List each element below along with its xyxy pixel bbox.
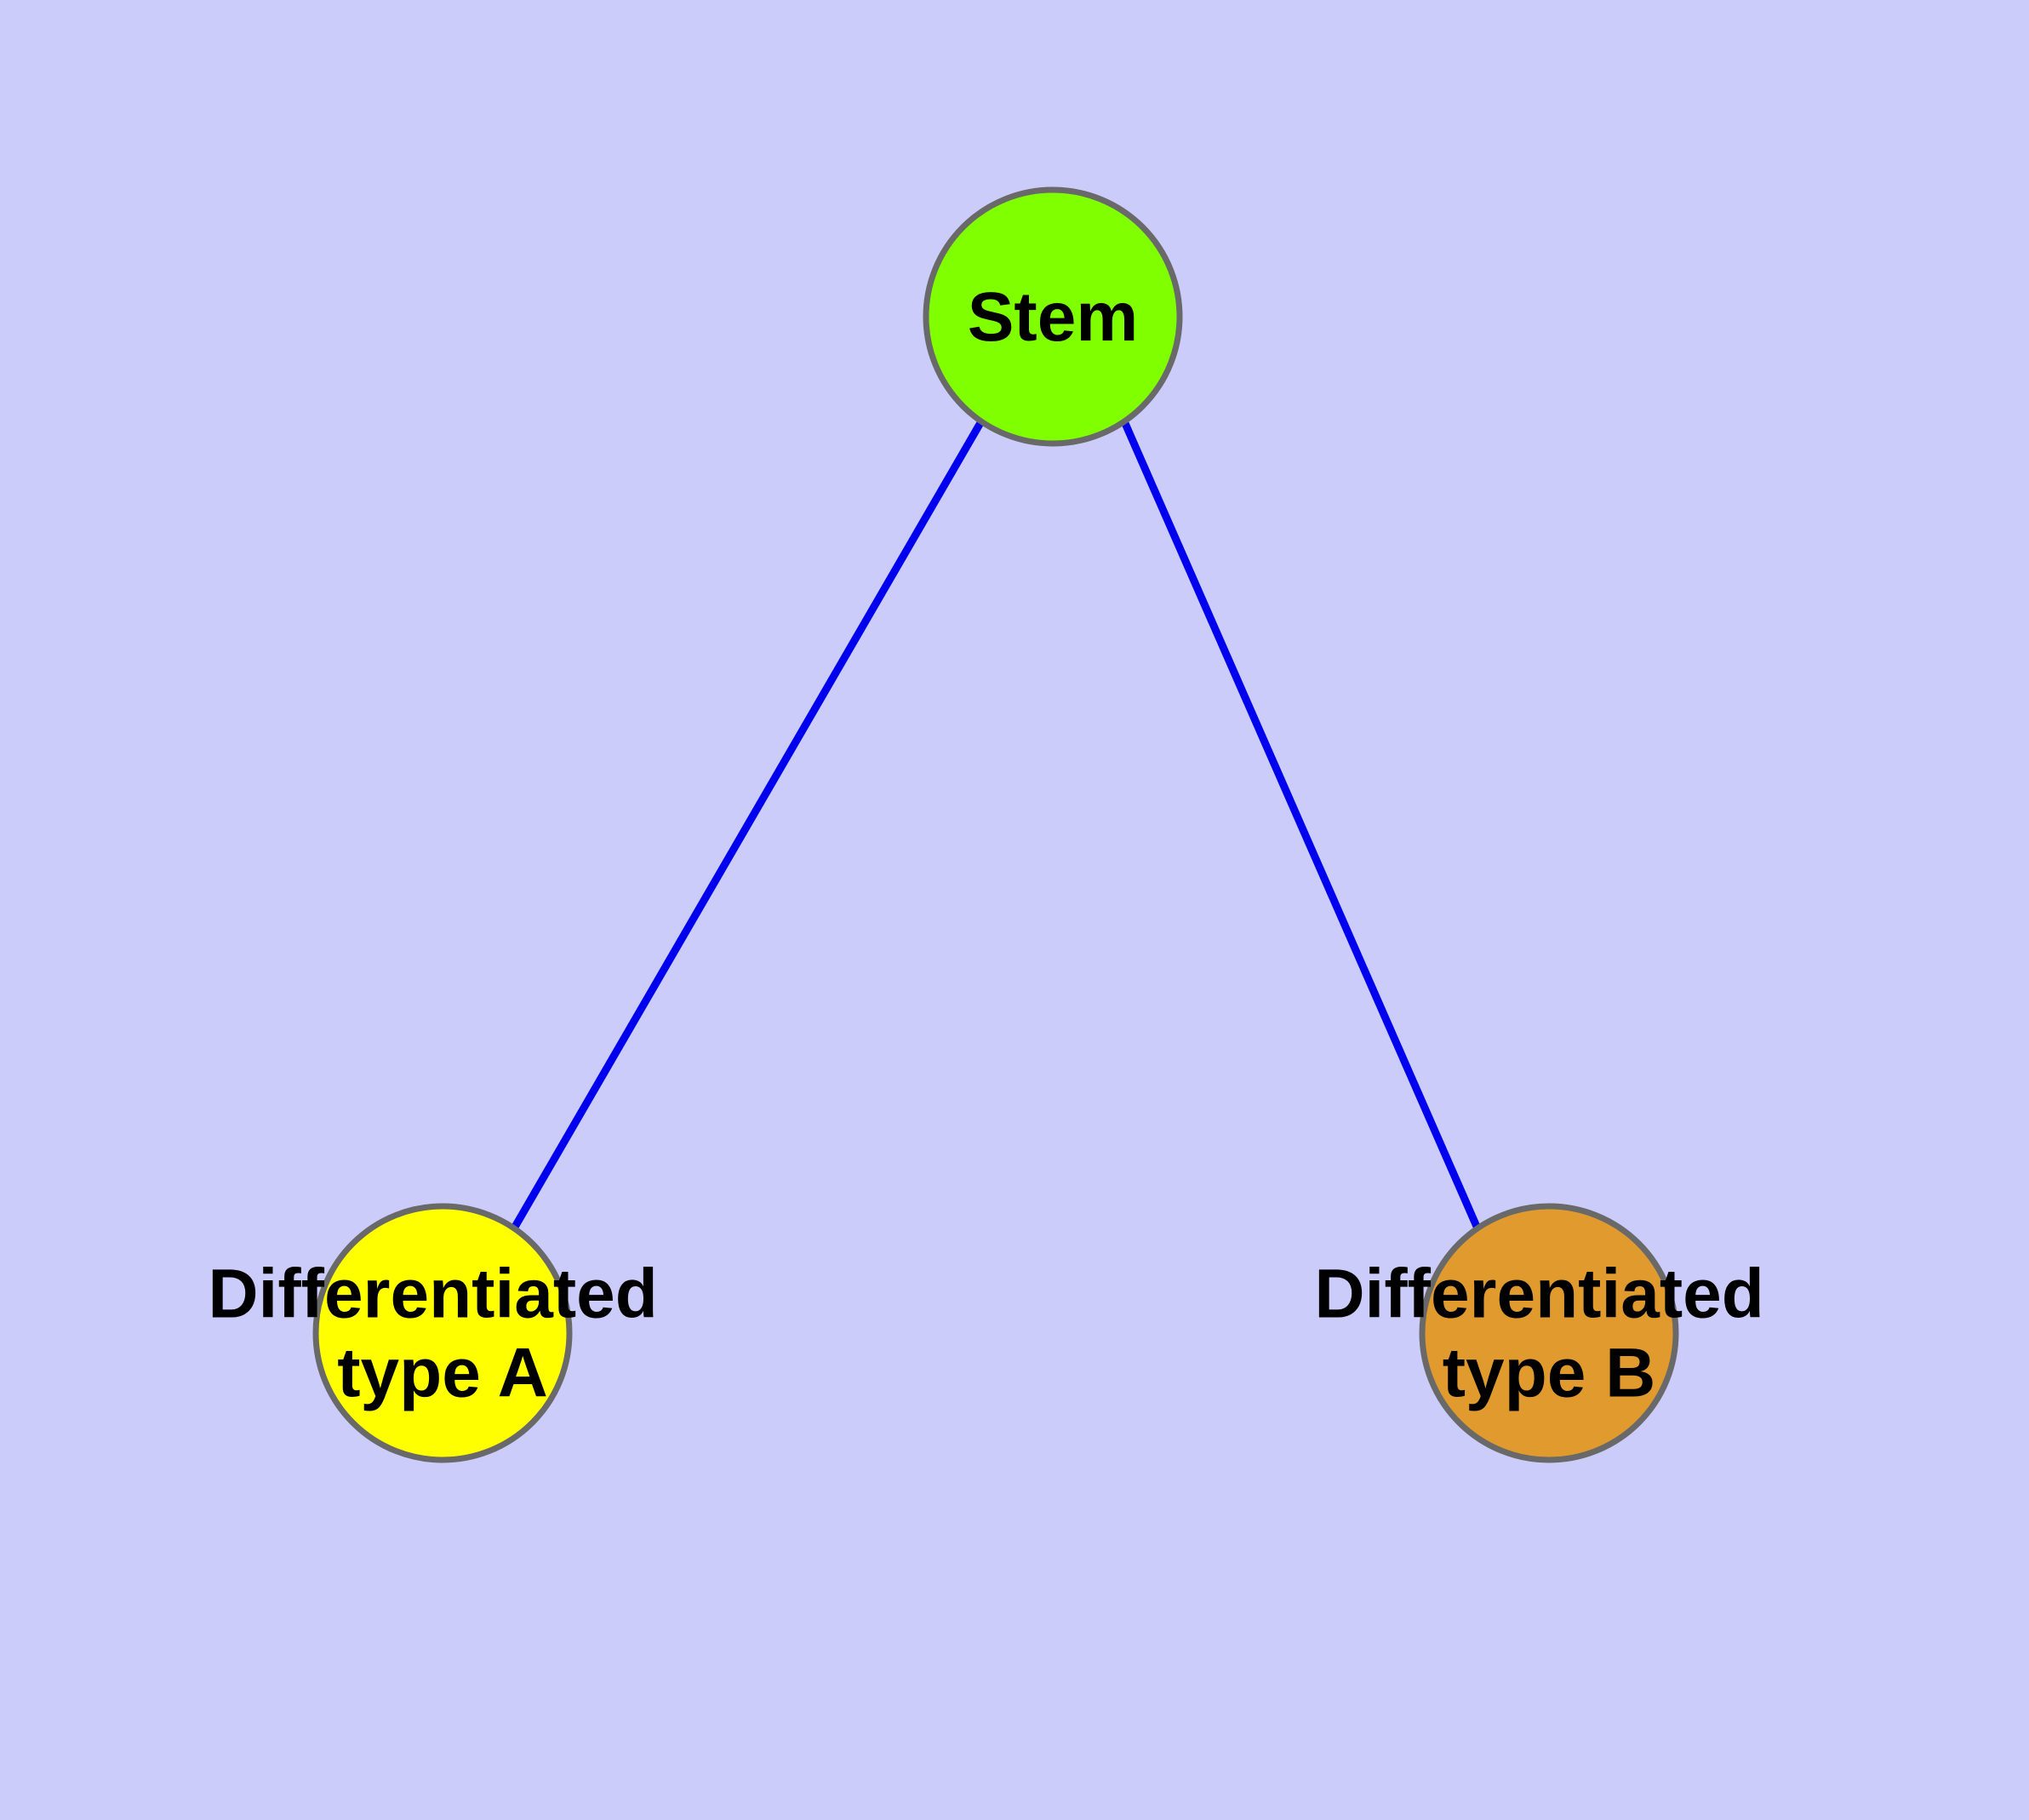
node-differentiated-type-b-label: Differentiated type B	[1314, 1255, 1783, 1411]
node-differentiated-type-b-circle[interactable]	[1419, 1203, 1679, 1463]
node-differentiated-type-b[interactable]: Differentiated type B	[1314, 1203, 1783, 1463]
node-differentiated-type-a-label-line-1: Differentiated	[208, 1255, 658, 1332]
node-differentiated-type-b-label-line-1: Differentiated	[1314, 1255, 1764, 1332]
node-differentiated-type-a[interactable]: Differentiated type A	[208, 1203, 677, 1463]
edge-stem-to-differentiated-type-a[interactable]	[511, 419, 985, 1231]
edges-group	[511, 419, 1482, 1231]
node-differentiated-type-a-label: Differentiated type A	[208, 1255, 677, 1411]
nodes-group: Stem Differentiated type A Differentiate…	[208, 186, 1783, 1463]
node-stem[interactable]: Stem	[923, 186, 1183, 447]
node-stem-label: Stem	[968, 278, 1139, 356]
node-differentiated-type-a-circle[interactable]	[312, 1203, 573, 1463]
node-stem-circle[interactable]	[923, 186, 1183, 447]
node-stem-label-line-1: Stem	[968, 278, 1139, 356]
node-differentiated-type-b-label-line-2: type B	[1443, 1334, 1656, 1411]
node-differentiated-type-a-label-line-2: type A	[337, 1334, 548, 1411]
edge-stem-to-differentiated-type-b[interactable]	[1120, 420, 1482, 1230]
